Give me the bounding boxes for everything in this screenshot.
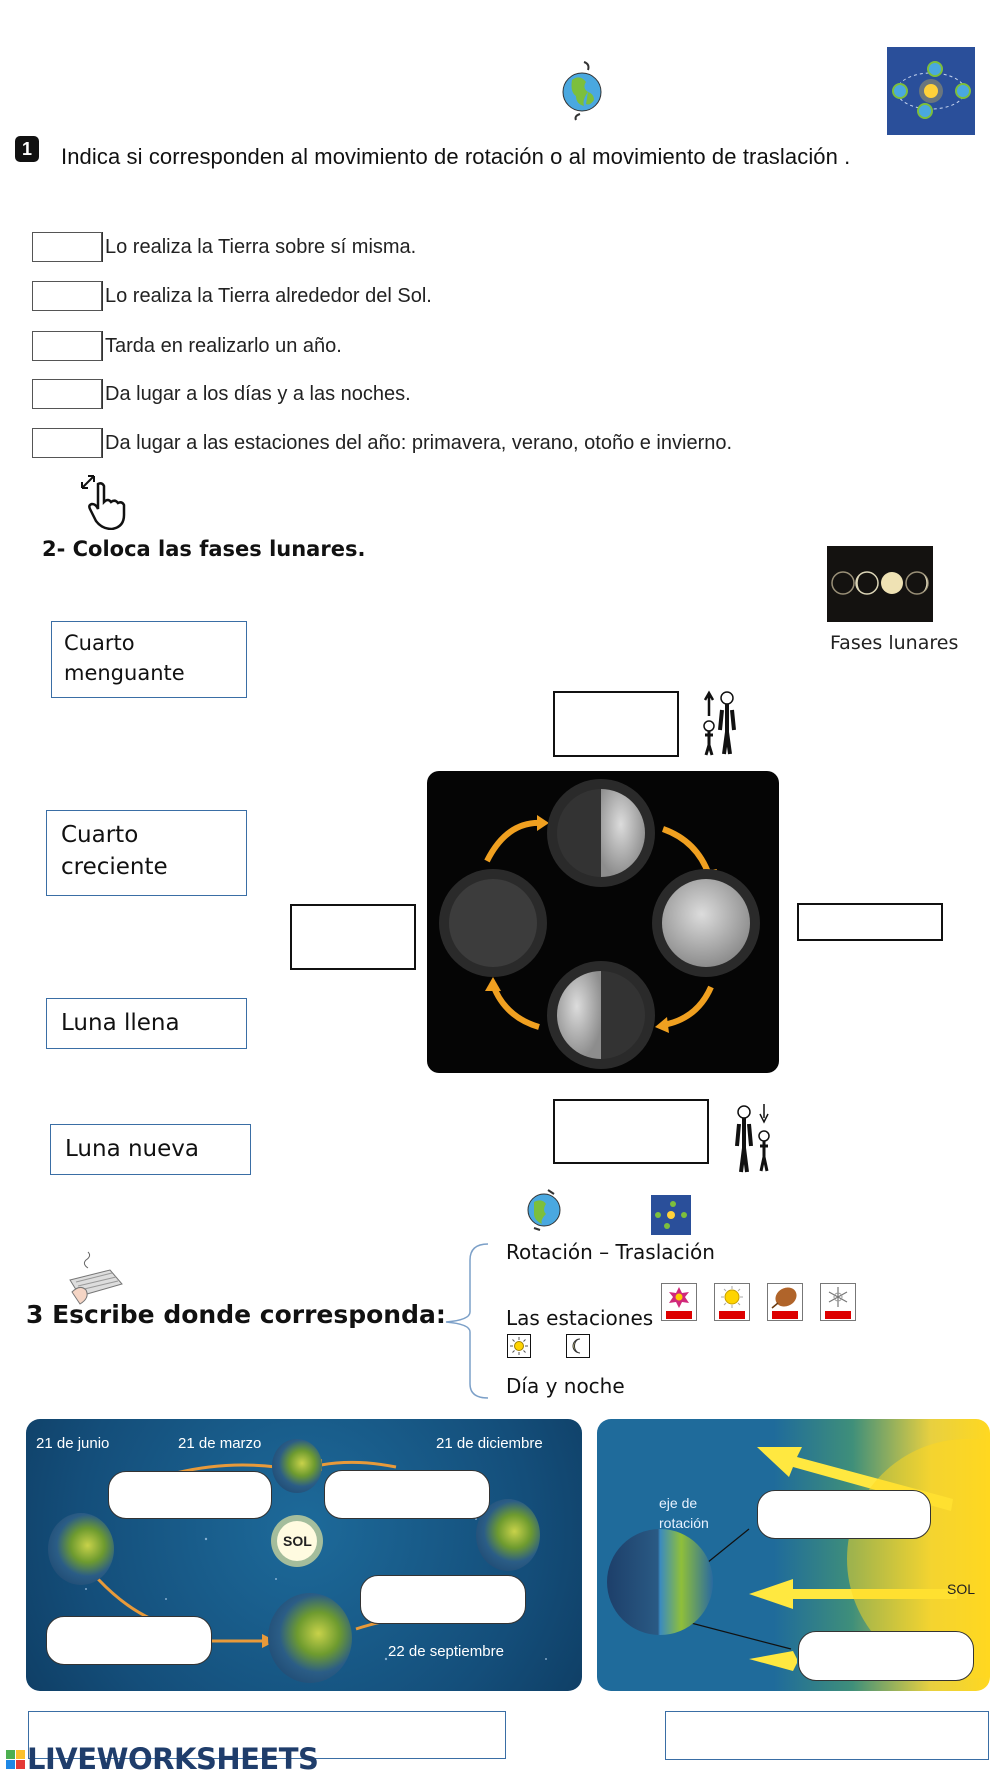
list-item: Lo realiza la Tierra alrededor del Sol.: [32, 281, 732, 311]
orbit-translation-icon: [887, 47, 975, 135]
moon-phases-reference-label: Fases lunares: [830, 632, 959, 654]
growing-person-icon: [700, 690, 740, 756]
moon-drop-target-right[interactable]: [797, 903, 943, 941]
earth-june-icon: [48, 1513, 114, 1585]
list-item: Lo realiza la Tierra sobre sí misma.: [32, 232, 732, 262]
item-text: Lo realiza la Tierra sobre sí misma.: [102, 232, 416, 262]
item-text: Lo realiza la Tierra alrededor del Sol.: [102, 281, 432, 311]
shrinking-person-icon: [732, 1102, 776, 1174]
axis-label-line1: eje de: [659, 1495, 698, 1511]
orbit-slot-2[interactable]: [324, 1470, 490, 1519]
rotation-slot-night[interactable]: [798, 1631, 974, 1681]
moon-drop-target-bottom[interactable]: [553, 1099, 709, 1164]
orbit-diagram: 21 de junio 21 de marzo 21 de diciembre …: [26, 1419, 582, 1691]
rotation-diagram: eje de rotación SOL: [597, 1419, 990, 1691]
winter-snowflake-icon: [820, 1283, 856, 1321]
moon-icon: [566, 1334, 590, 1358]
answer-input[interactable]: [32, 379, 102, 409]
question-1-items: Lo realiza la Tierra sobre sí misma. Lo …: [32, 232, 732, 458]
word-card-luna-llena[interactable]: Luna llena: [46, 998, 247, 1049]
drag-hand-icon: [76, 470, 126, 531]
list-item: Tarda en realizarlo un año.: [32, 331, 732, 361]
sun-icon: [507, 1334, 531, 1358]
earth-march-icon: [272, 1439, 322, 1493]
logo-text: LIVEWORKSHEETS: [27, 1742, 319, 1776]
rotation-answer-input[interactable]: [665, 1711, 989, 1760]
label-21-diciembre: 21 de diciembre: [436, 1435, 543, 1452]
daynight-icons: [507, 1334, 590, 1358]
rotation-slot-day[interactable]: [757, 1490, 931, 1539]
item-text: Da lugar a los días y a las noches.: [102, 379, 411, 409]
season-icons: [661, 1283, 856, 1321]
list-item: Da lugar a las estaciones del año: prima…: [32, 428, 732, 458]
moon-phases-reference-image: [827, 546, 933, 622]
sun-label: SOL: [283, 1533, 312, 1549]
word-card-luna-nueva[interactable]: Luna nueva: [50, 1124, 251, 1175]
earth-rotation-icon: [607, 1529, 713, 1635]
options-brace: [440, 1240, 490, 1402]
spring-flower-icon: [661, 1283, 697, 1321]
answer-input[interactable]: [32, 232, 102, 262]
logo-cubes-icon: [6, 1749, 25, 1769]
label-21-marzo: 21 de marzo: [178, 1435, 262, 1452]
option-rotation-translation: Rotación – Traslación: [506, 1240, 715, 1264]
word-card-cuarto-menguante[interactable]: Cuarto menguante: [51, 621, 247, 698]
summer-sun-icon: [714, 1283, 750, 1321]
moon-drop-target-left[interactable]: [290, 904, 416, 970]
orbit-answer-input[interactable]: [28, 1711, 506, 1759]
word-card-cuarto-creciente[interactable]: Cuarto creciente: [46, 810, 247, 896]
rotating-earth-icon: [562, 58, 602, 122]
rotating-earth-small-icon: [526, 1186, 562, 1232]
label-22-septiembre: 22 de septiembre: [388, 1643, 504, 1660]
answer-input[interactable]: [32, 281, 102, 311]
moon-phases-cycle-image: [427, 771, 779, 1073]
question-3-title: 3 Escribe donde corresponda:: [26, 1300, 446, 1329]
orbit-small-icon: [651, 1195, 691, 1235]
autumn-leaf-icon: [767, 1283, 803, 1321]
axis-label-line2: rotación: [659, 1515, 709, 1531]
option-seasons: Las estaciones: [506, 1306, 654, 1330]
item-text: Da lugar a las estaciones del año: prima…: [102, 428, 732, 458]
question-2-title: 2- Coloca las fases lunares.: [42, 537, 366, 561]
answer-input[interactable]: [32, 428, 102, 458]
liveworksheets-logo: LIVEWORKSHEETS: [6, 1742, 319, 1776]
keyboard-typing-icon: [66, 1250, 126, 1306]
orbit-slot-4[interactable]: [46, 1616, 212, 1665]
list-item: Da lugar a los días y a las noches.: [32, 379, 732, 409]
question-number-badge: 1: [15, 136, 39, 162]
sun-label-rotation: SOL: [947, 1581, 976, 1597]
answer-input[interactable]: [32, 331, 102, 361]
earth-september-icon: [268, 1593, 352, 1683]
label-21-junio: 21 de junio: [36, 1435, 110, 1452]
question-1-title: Indica si corresponden al movimiento de …: [61, 144, 851, 169]
moon-drop-target-top[interactable]: [553, 691, 679, 757]
item-text: Tarda en realizarlo un año.: [102, 331, 342, 361]
orbit-slot-1[interactable]: [108, 1471, 272, 1519]
orbit-slot-3[interactable]: [360, 1575, 526, 1624]
option-day-night: Día y noche: [506, 1374, 625, 1398]
